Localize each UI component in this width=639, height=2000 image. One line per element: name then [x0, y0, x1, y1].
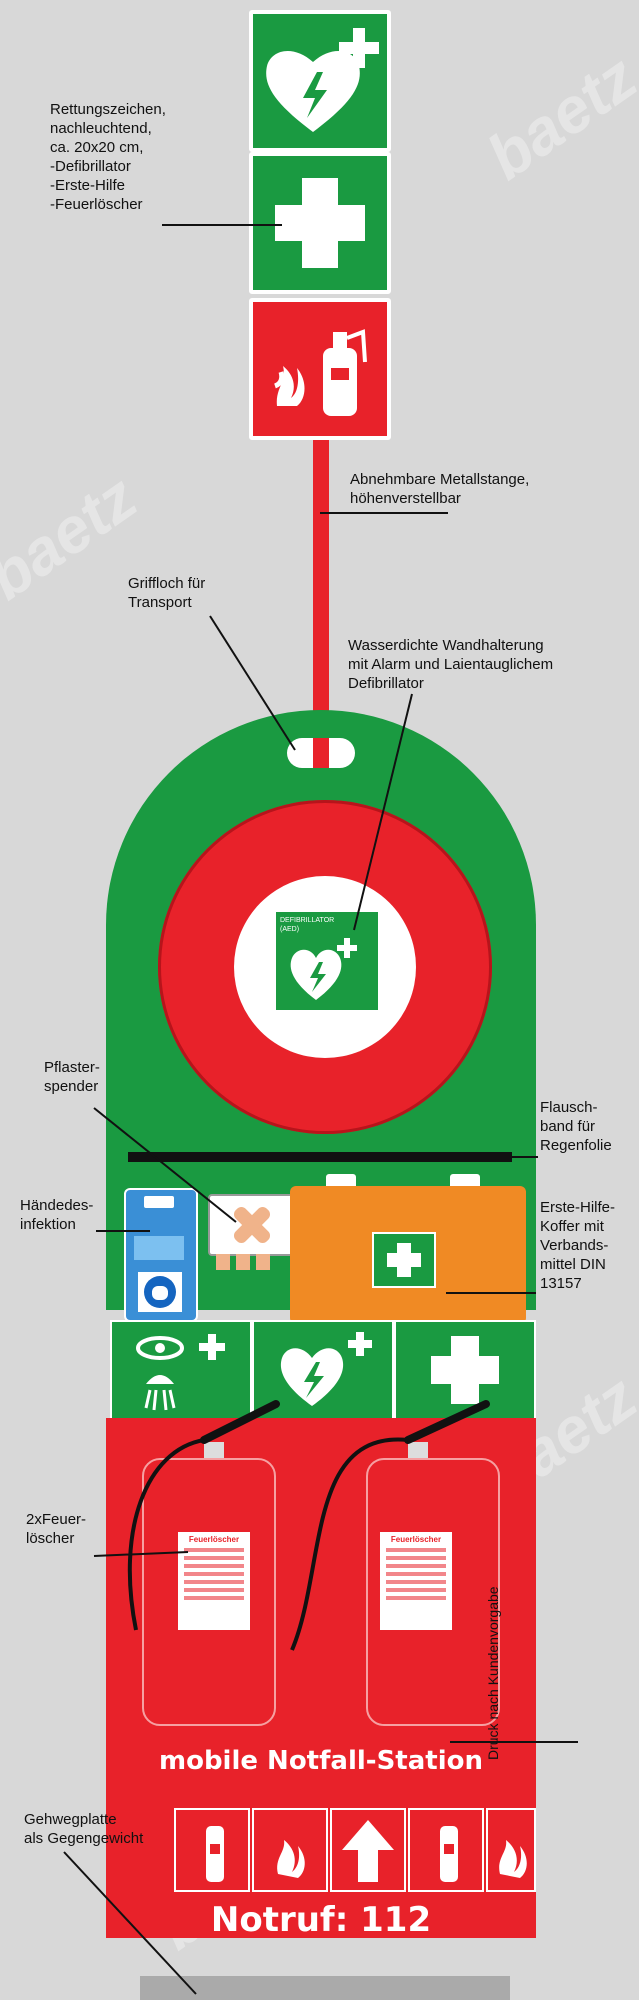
first-aid-cross-icon — [275, 178, 365, 268]
aed-sign — [249, 10, 391, 152]
fire-extinguisher-1 — [142, 1458, 276, 1726]
fire-extinguisher-sign — [249, 298, 391, 440]
label-print: Druck nach Kundenvorgabe — [485, 1586, 501, 1760]
first-aid-sign — [249, 152, 391, 294]
station-name: mobile Notfall-Station — [158, 1746, 483, 1776]
label-strap: Flausch-band für Regenfolie — [540, 1099, 612, 1154]
first-aid-cross-icon — [431, 1336, 499, 1404]
plaster-dispenser — [208, 1194, 296, 1256]
fire-extinguisher-icon — [174, 1808, 250, 1892]
fire-extinguisher-2 — [366, 1458, 500, 1726]
flame-icon — [486, 1808, 536, 1892]
strap — [128, 1152, 512, 1162]
label-hands: Händedes-infektion — [20, 1197, 94, 1233]
aed-heart-icon — [266, 28, 379, 132]
aed-sticker: DEFIBRILLATOR (AED) — [274, 910, 380, 1012]
label-plaster: Pflaster-spender — [44, 1059, 100, 1095]
concrete-slab — [140, 1976, 510, 2000]
extinguisher-label-1: Feuerlöscher — [176, 1530, 252, 1632]
aed-row-sign — [252, 1320, 394, 1420]
label-signs: Rettungszeichen,nachleuchtend, ca. 20x20… — [50, 101, 166, 213]
aed-heart-icon — [280, 1332, 372, 1406]
extinguisher-label-2: Feuerlöscher — [378, 1530, 454, 1632]
emergency-number: Notruf: 112 — [210, 1900, 432, 1940]
first-aid-row-sign — [394, 1320, 536, 1420]
label-extinguishers: 2xFeuer-löscher — [26, 1511, 87, 1547]
arrow-up-icon — [330, 1808, 406, 1892]
extinguisher-hoses — [127, 1400, 490, 1651]
hand-disinfection-dispenser — [124, 1188, 198, 1322]
aed-heart-icon — [290, 938, 357, 1000]
flame-icon — [252, 1808, 328, 1892]
first-aid-cross-icon — [372, 1232, 436, 1288]
defibrillator-holder: DEFIBRILLATOR (AED) — [158, 800, 492, 1134]
first-aid-kit — [290, 1174, 526, 1324]
bottom-sign-row — [106, 1808, 536, 1892]
aed-label: DEFIBRILLATOR — [280, 917, 335, 924]
fire-extinguisher-icon — [273, 329, 367, 416]
eye-shower-icon — [136, 1334, 225, 1411]
metal-pole — [313, 440, 329, 740]
label-pole: Abnehmbare Metallstange,höhenverstellbar — [350, 471, 530, 507]
aed-sublabel: (AED) — [280, 926, 300, 933]
eye-shower-sign — [110, 1320, 252, 1420]
grip-hole — [287, 738, 355, 768]
fire-extinguisher-icon — [408, 1808, 484, 1892]
label-kit: Erste-Hilfe-Koffer mit Verbands-mittel D… — [540, 1199, 616, 1292]
hand-wash-icon — [138, 1272, 182, 1312]
plaster-icon — [233, 1206, 271, 1244]
